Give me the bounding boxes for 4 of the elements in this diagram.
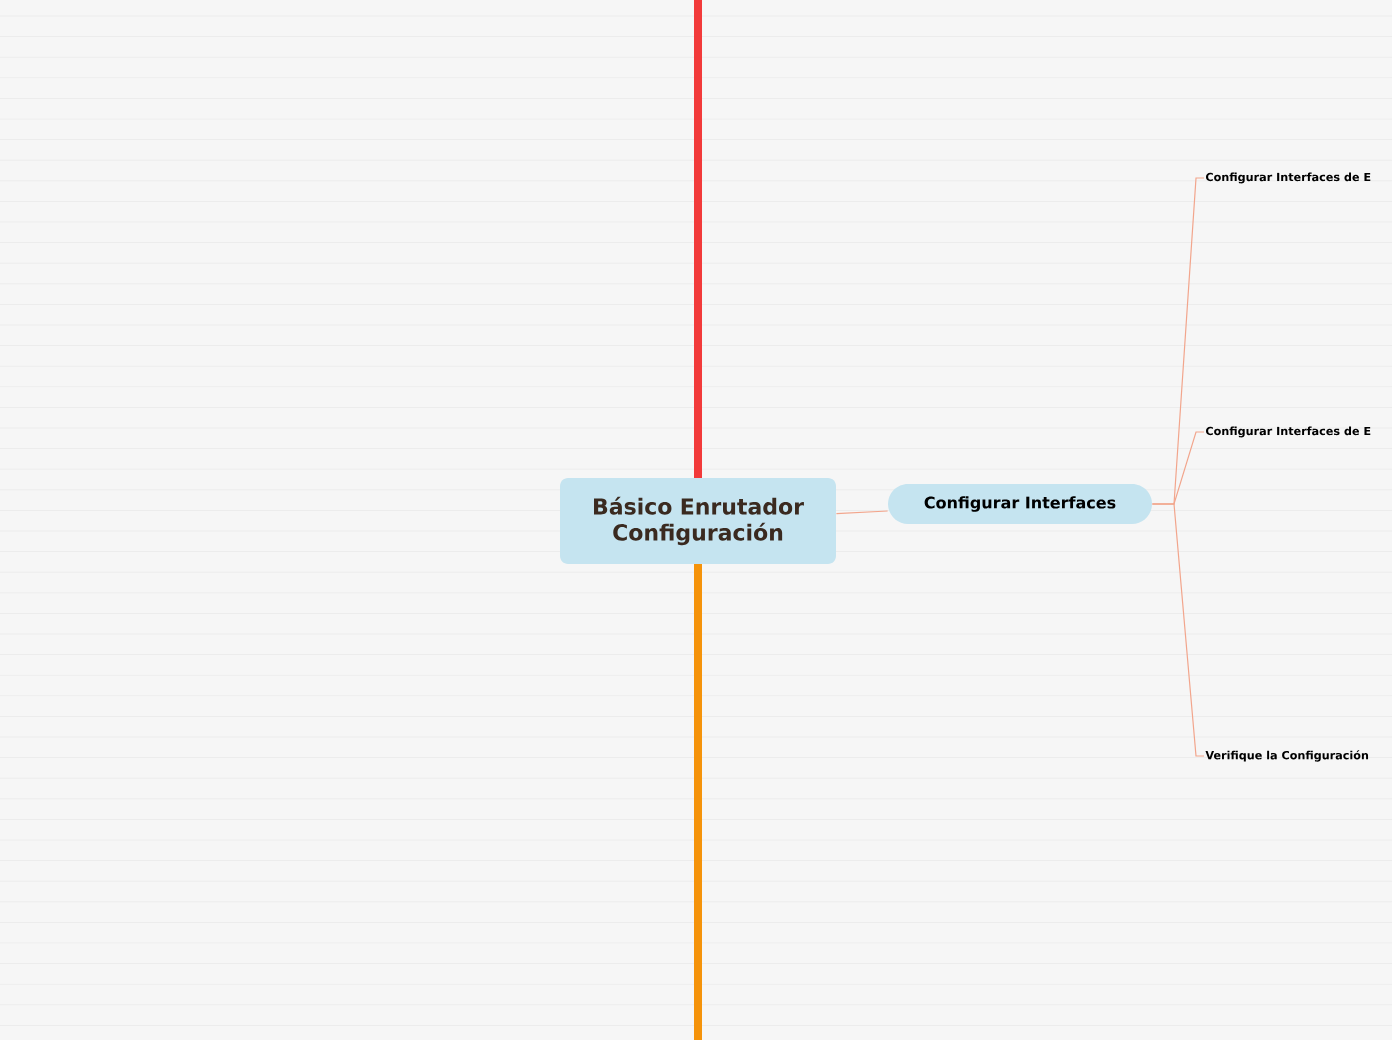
connector-line — [1151, 503, 1205, 757]
topic-box: Configurar Interfaces — [888, 484, 1152, 524]
connector-line — [835, 510, 889, 515]
central-topic-box: Básico Enrutador Configuración — [560, 478, 836, 564]
